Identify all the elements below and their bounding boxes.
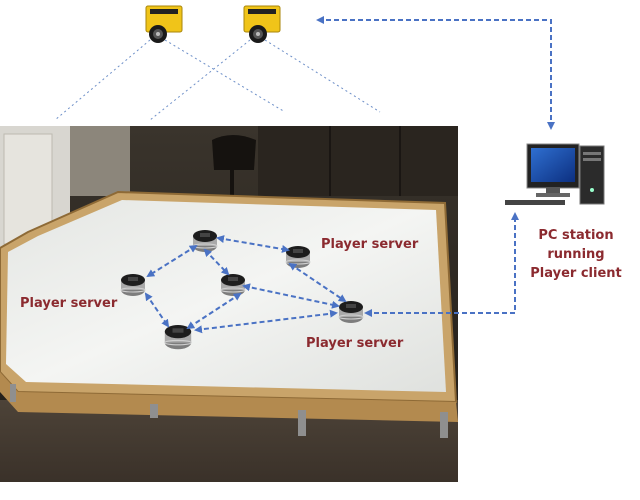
robot-icon: [220, 274, 246, 296]
camera-pc-link-arrow: [316, 16, 555, 130]
connection-arrow: [288, 262, 347, 303]
camera-icon: [145, 5, 183, 43]
camera-view-lines: [54, 39, 381, 121]
arena-photo: [0, 126, 458, 482]
player-server-label-bottom: Player server: [306, 336, 404, 351]
robot-pc-link-arrow: [364, 212, 519, 317]
pc-monitor-icon: [505, 143, 580, 205]
connection-arrow: [203, 248, 230, 276]
robot-icon: [164, 325, 192, 350]
connection-arrow: [144, 292, 170, 328]
connection-arrow: [146, 244, 198, 278]
connection-arrow: [216, 235, 290, 253]
pc-label-line1: PC station: [538, 228, 614, 243]
pc-label-line3: Player client: [530, 266, 622, 281]
robot-icon: [192, 230, 218, 252]
pc-label-line2: running: [547, 247, 605, 262]
player-server-label-right: Player server: [321, 237, 419, 252]
player-server-label-left: Player server: [20, 296, 118, 311]
camera-icon: [243, 5, 281, 43]
pc-station-label: PC station running Player client: [518, 226, 634, 283]
robot-icon: [338, 301, 364, 323]
robot-icon: [120, 274, 146, 296]
pc-tower-icon: [579, 145, 605, 205]
